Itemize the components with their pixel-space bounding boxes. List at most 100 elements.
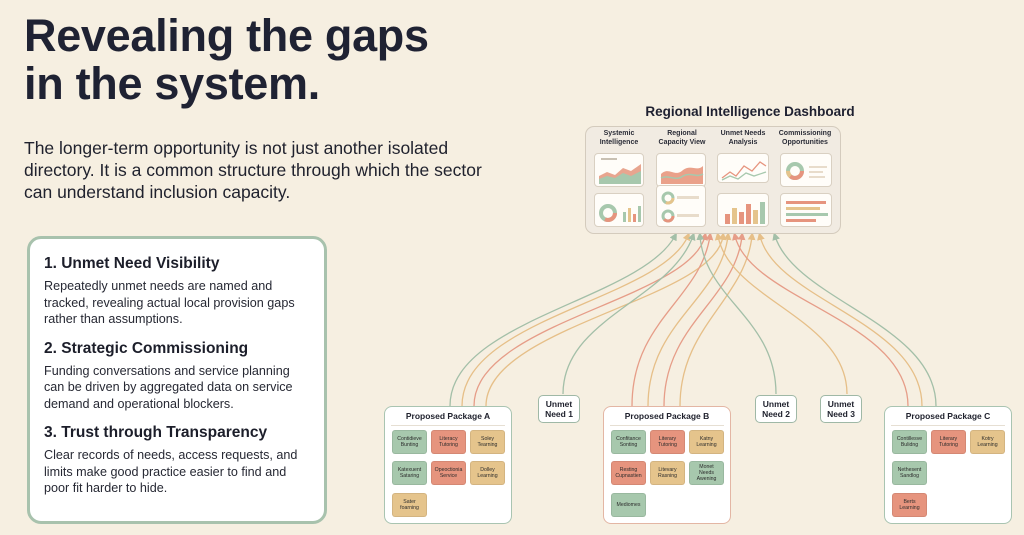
donut-list-thumbnail [656, 185, 706, 227]
dashboard-title: Regional Intelligence Dashboard [645, 104, 855, 119]
chip-line: foarning [400, 505, 419, 511]
chip-line: Tutoring [439, 442, 458, 448]
page-title: Revealing the gaps in the system. [24, 12, 429, 108]
dashboard-column-label-line: Capacity View [658, 138, 706, 146]
bar-list-thumbnail [780, 193, 832, 227]
connector-line [485, 232, 727, 407]
chip-line: Contidieve [397, 435, 422, 442]
chip-line: Needs [699, 469, 714, 476]
package-divider [391, 425, 505, 426]
service-chip: Mediomes [611, 493, 646, 517]
page-title-line-2: in the system. [24, 58, 320, 109]
page-title-line-1: Revealing the gaps [24, 10, 429, 61]
chip-line: Bunting [400, 442, 419, 448]
connector-line [679, 232, 756, 407]
dashboard-column-label: Regional Capacity View [653, 130, 711, 147]
dashboard-column-label-line: Regional [667, 130, 697, 137]
chip-line: Tearning [477, 442, 498, 448]
need-label-line: Need 1 [545, 409, 573, 419]
chip-line: Nethesent [897, 466, 922, 473]
dashboard-column-label-line: Analysis [728, 138, 758, 146]
area-chart-thumbnail [594, 153, 644, 187]
key-point-body: Clear records of needs, access requests,… [44, 448, 298, 495]
key-point-body: Funding conversations and service planni… [44, 363, 293, 411]
dashboard-column-label: Systemic Intelligence [590, 130, 648, 147]
chip-line: Mediomes [616, 501, 641, 508]
need-label-line: Unmet [827, 399, 855, 409]
chip-line: Literacy [439, 435, 458, 442]
chip-line: Sandlog [899, 473, 920, 479]
connector-line [772, 232, 937, 407]
chip-line: Sataring [399, 473, 420, 479]
key-point-title: 1. Unmet Need Visibility [44, 255, 220, 272]
donut-bars-thumbnail [594, 193, 644, 227]
connector-line [663, 232, 746, 407]
key-point-title: 2. Strategic Commissioning [44, 339, 249, 357]
chip-line: Sater [403, 498, 416, 505]
connector-line [732, 232, 909, 407]
chip-line: Learning [977, 442, 998, 448]
intro-paragraph: The longer-term opportunity is not just … [24, 138, 482, 202]
need-label-line: Need 2 [762, 409, 790, 419]
regional-dashboard: Systemic Intelligence Regional Capacity … [585, 126, 841, 234]
package-title: Proposed Package C [905, 411, 991, 421]
chip-line: Literary [939, 435, 958, 442]
area-chart-thumbnail [656, 153, 706, 187]
chip-line: Katexuent [397, 466, 422, 473]
connector-line [647, 232, 732, 407]
chip-line: Learning [477, 473, 498, 479]
chip-line: Resting [619, 466, 638, 473]
chip-line: Dolley [480, 466, 495, 473]
chip-line: Katny [699, 435, 714, 442]
chip-line: Service [439, 473, 458, 479]
line-chart-thumbnail [717, 153, 769, 183]
chip-line: Awening [696, 476, 717, 483]
key-point-title: 3. Trust through Transparency [44, 424, 268, 441]
key-point-1: 1. Unmet Need Visibility Repeatedly unme… [44, 255, 310, 328]
chip-line: Opeoctionia [434, 466, 463, 473]
chip-line: Litevary [658, 466, 677, 473]
need-label-line: Need 3 [827, 409, 855, 419]
dashboard-column-label-line: Intelligence [599, 138, 639, 146]
package-title: Proposed Package A [405, 411, 491, 421]
connector-line [473, 232, 708, 407]
key-point-2: 2. Strategic Commissioning Funding conve… [44, 340, 310, 413]
package-title: Proposed Package B [624, 411, 710, 421]
chip-line: Tutoring [658, 442, 677, 448]
key-point-3: 3. Trust through Transparency Clear reco… [44, 424, 310, 497]
bar-chart-thumbnail [717, 193, 769, 227]
chip-line: Confitance [616, 435, 641, 442]
connector-line [461, 232, 690, 407]
chip-line: Berts [903, 498, 916, 505]
chip-line: Sonting [619, 442, 638, 448]
chip-line: Kotry [981, 435, 994, 442]
key-points-card: 1. Unmet Need Visibility Repeatedly unme… [27, 236, 327, 524]
dashboard-column-label-line: Commissioning [778, 130, 832, 137]
chip-line: Soley [481, 435, 494, 442]
chip-line: Bulidng [900, 442, 919, 448]
chip-line: Tutoring [939, 442, 958, 448]
dashboard-column-label-line: Opportunities [782, 138, 828, 146]
need-label-line: Unmet [762, 399, 790, 409]
